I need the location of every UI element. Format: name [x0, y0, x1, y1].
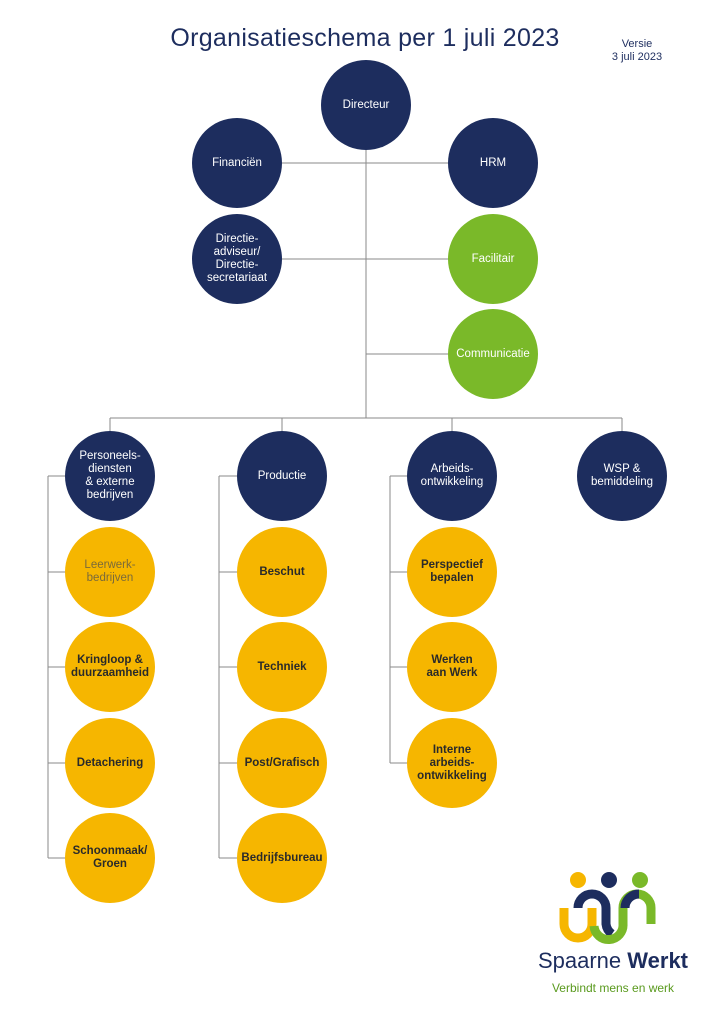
node-department: WSP & bemiddeling	[577, 431, 667, 521]
node-directie-adviseur: Directie- adviseur/ Directie- secretaria…	[192, 214, 282, 304]
node-communicatie: Communicatie	[448, 309, 538, 399]
unit-label: Post/Grafisch	[244, 756, 320, 769]
node-unit: Beschut	[237, 527, 327, 617]
logo-wordmark: Spaarne Werkt	[528, 948, 698, 974]
node-hrm-label: HRM	[479, 156, 507, 169]
unit-label: Techniek	[257, 660, 307, 673]
unit-label: Interne arbeids- ontwikkeling	[417, 743, 487, 782]
node-hrm: HRM	[448, 118, 538, 208]
department-label: WSP & bemiddeling	[590, 463, 653, 488]
logo-tagline: Verbindt mens en werk	[551, 981, 675, 995]
logo-dot-green	[632, 872, 648, 888]
unit-label: Leerwerk- bedrijven	[84, 559, 136, 584]
node-unit: Techniek	[237, 622, 327, 712]
node-department: Arbeids- ontwikkeling	[407, 431, 497, 521]
department-label: Productie	[257, 469, 307, 482]
logo-name-bold: Werkt	[627, 948, 689, 973]
logo-dot-yellow	[570, 872, 586, 888]
node-facilitair-label: Facilitair	[471, 252, 515, 265]
version-date: 3 juli 2023	[611, 51, 663, 63]
department-label: Arbeids- ontwikkeling	[420, 463, 484, 488]
logo-dot-navy	[601, 872, 617, 888]
node-directeur: Directeur	[321, 60, 411, 150]
node-directie-adviseur-label: Directie- adviseur/ Directie- secretaria…	[206, 233, 268, 284]
node-unit: Interne arbeids- ontwikkeling	[407, 718, 497, 808]
version-label: Versie	[621, 38, 653, 50]
unit-label: Perspectief bepalen	[420, 559, 483, 584]
node-unit: Perspectief bepalen	[407, 527, 497, 617]
page-title: Organisatieschema per 1 juli 2023	[170, 24, 560, 52]
logo-name-light: Spaarne	[537, 948, 622, 973]
unit-label: Detachering	[76, 756, 144, 769]
unit-label: Werken aan Werk	[426, 654, 478, 679]
unit-label: Bedrijfsbureau	[241, 851, 323, 864]
node-financien-label: Financiën	[212, 156, 262, 169]
spaarne-werkt-logo	[559, 872, 656, 945]
unit-label: Schoonmaak/ Groen	[72, 845, 148, 870]
node-communicatie-label: Communicatie	[456, 347, 530, 360]
node-facilitair: Facilitair	[448, 214, 538, 304]
node-unit: Schoonmaak/ Groen	[65, 813, 155, 903]
node-unit: Detachering	[65, 718, 155, 808]
node-unit: Leerwerk- bedrijven	[65, 527, 155, 617]
node-unit: Werken aan Werk	[407, 622, 497, 712]
version-note: Versie 3 juli 2023	[596, 38, 678, 64]
node-unit: Post/Grafisch	[237, 718, 327, 808]
node-unit: Bedrijfsbureau	[237, 813, 327, 903]
node-financien: Financiën	[192, 118, 282, 208]
node-unit: Kringloop & duurzaamheid	[65, 622, 155, 712]
node-department: Personeels- diensten & externe bedrijven	[65, 431, 155, 521]
node-directeur-label: Directeur	[342, 98, 390, 111]
node-department: Productie	[237, 431, 327, 521]
unit-label: Kringloop & duurzaamheid	[71, 654, 149, 679]
department-label: Personeels- diensten & externe bedrijven	[79, 450, 141, 501]
unit-label: Beschut	[259, 565, 305, 578]
